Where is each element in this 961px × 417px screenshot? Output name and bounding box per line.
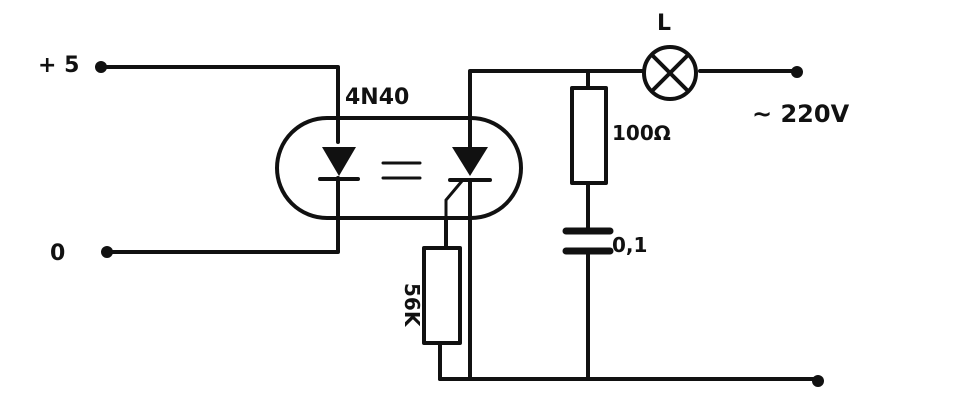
- optocoupler-envelope: [275, 116, 523, 220]
- light-arrows-icon: [381, 161, 422, 180]
- label-resistor-100: 100Ω: [612, 121, 671, 145]
- optocoupler-4n40: [275, 116, 523, 220]
- label-mains: ~ 220V: [752, 100, 850, 128]
- output-wiring: [438, 66, 824, 387]
- wire-zero: [105, 176, 340, 254]
- wire-top-rail: [468, 69, 645, 149]
- capacitor-icon: [562, 227, 614, 255]
- label-plus5: + 5: [38, 53, 79, 78]
- lamp-icon: [642, 45, 698, 101]
- label-capacitor: 0,1: [612, 233, 647, 257]
- input-wiring: [95, 61, 340, 258]
- terminal-mains-top-icon[interactable]: [791, 66, 803, 78]
- resistor-56k-icon: [422, 246, 462, 345]
- wire-plus5: [99, 65, 340, 144]
- scr-gate-lead: [444, 179, 464, 220]
- label-resistor-56k: 56K: [400, 283, 424, 328]
- label-optocoupler: 4N40: [345, 85, 409, 110]
- resistor-100-icon: [570, 86, 608, 185]
- label-zero: 0: [50, 241, 65, 266]
- led-diode-icon: [318, 147, 360, 181]
- label-lamp: L: [657, 11, 671, 36]
- terminal-mains-bottom-icon[interactable]: [812, 375, 824, 387]
